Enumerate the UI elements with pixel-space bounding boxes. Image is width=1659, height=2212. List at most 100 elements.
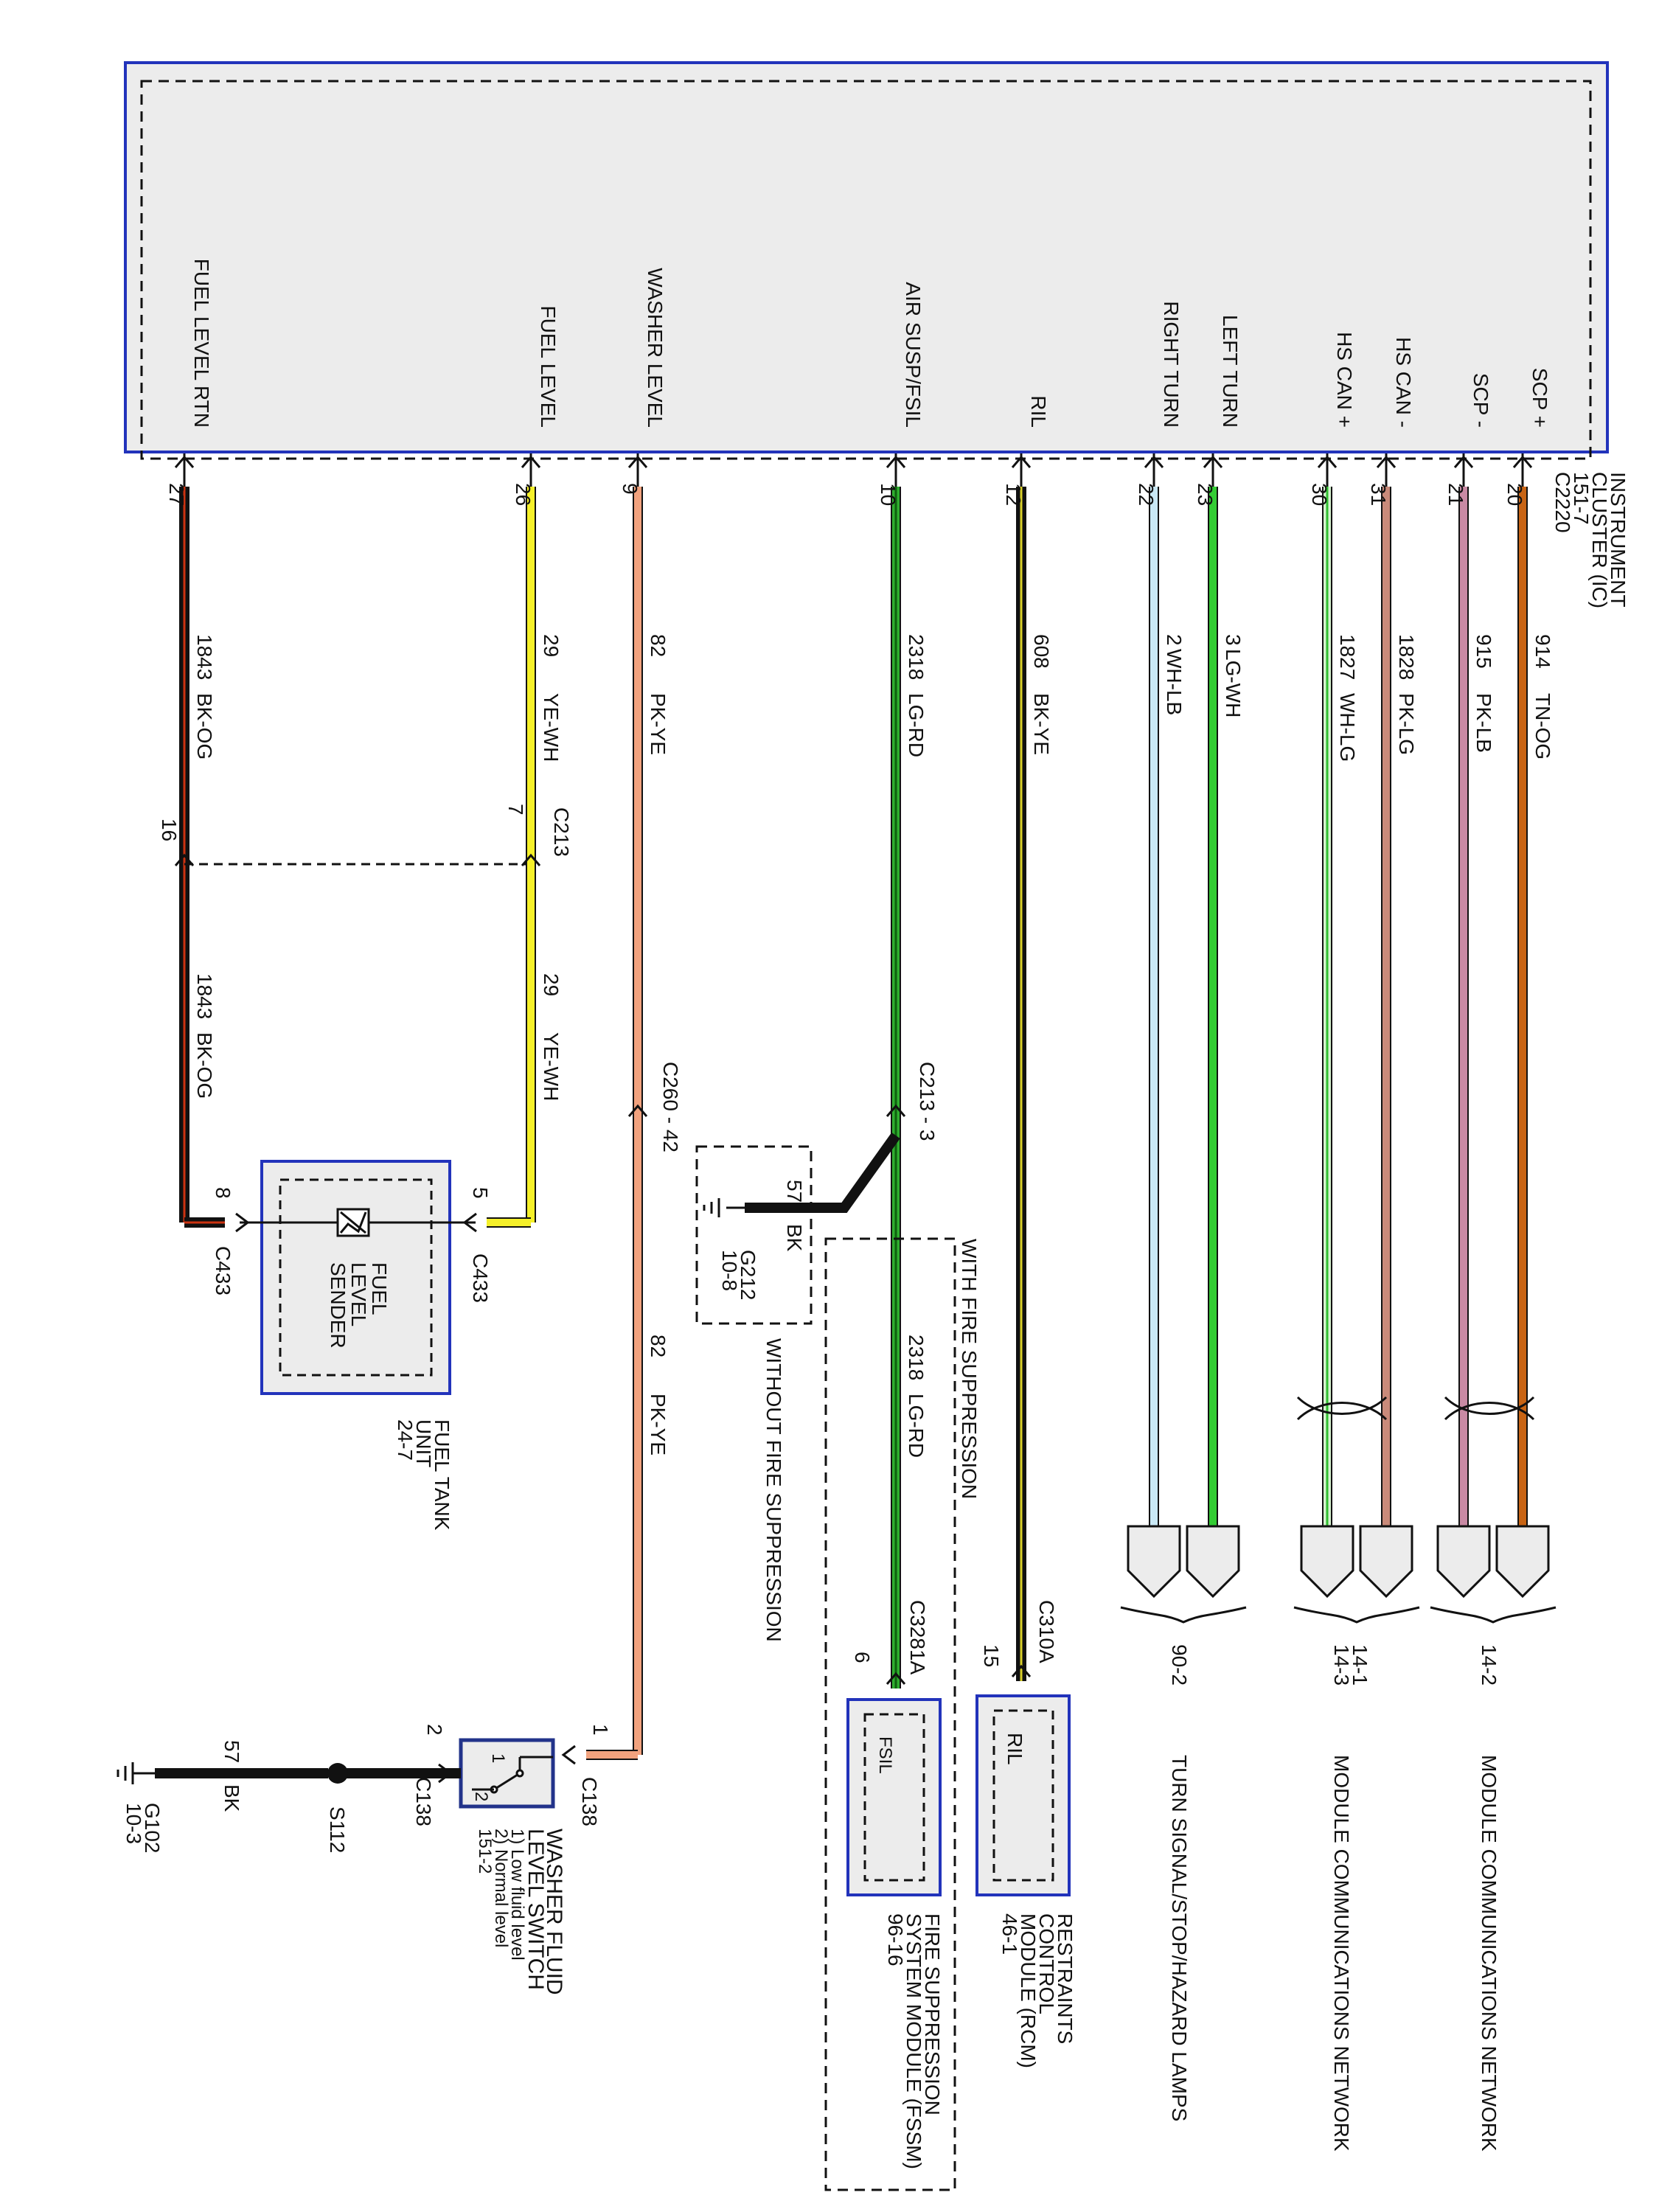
fuel-tank-title-2: UNIT [412,1419,435,1467]
wire-number-lower-air-susp: 2318 [905,1335,928,1380]
wire-number-left-turn: 3 [1222,634,1245,646]
g212-ref: 10-8 [718,1250,741,1291]
wire-number-washer: 82 [647,634,669,657]
g212-name: G212 [737,1250,759,1301]
ic-pin-left-turn: 23 [1194,483,1217,506]
s112-splice-dot [327,1763,348,1784]
washer-switch-connector-in: C138 [578,1777,601,1826]
wire-number-fuel-rtn: 1843 [193,634,216,680]
fuel-tank-title-3: 24-7 [394,1419,417,1461]
wire-color-scp-minus: PK-LB [1472,693,1495,753]
rcm-title-4: 46-1 [998,1913,1021,1955]
turn-network-label: TURN SIGNAL/STOP/HAZARD LAMPS [1168,1755,1191,2121]
ic-connector: C2220 [1551,472,1574,533]
fuel-sender-resistor-icon [336,1208,370,1237]
wire-number-hscan-plus: 1827 [1336,634,1359,680]
wire-color-fuel-rtn: BK-OG [193,693,216,759]
fssm-title-1: FIRE SUPPRESSION [921,1913,944,2115]
wire-number-right-turn: 2 [1163,634,1186,646]
rcm-pin: 15 [980,1644,1003,1667]
instrument-cluster-inner-dashed [140,80,1592,460]
wire-number-ril: 608 [1030,634,1053,669]
wire-color-hscan-plus: WH-LG [1336,693,1359,762]
wire-number-lower-washer: 82 [647,1335,669,1357]
wire-color-lower-air-susp: LG-RD [905,1394,928,1458]
wire-color-hscan-minus: PK-LG [1395,693,1418,755]
fuel-sender-inner-2: LEVEL [347,1262,370,1326]
twisted-pair-scp [1444,1396,1535,1421]
washer-switch-box [459,1738,555,1809]
fuel-tank-title-1: FUEL TANK [431,1419,453,1531]
washer-switch-pin-1: 1 [589,1724,612,1736]
wire-number-scp-minus: 915 [1472,634,1495,669]
fuel-sender-box [260,1160,451,1395]
fuel-sender-inner-3: SENDER [327,1262,349,1349]
washer-switch-pos-2: 2 [471,1792,491,1801]
fuel-sender-inner-1: FUEL [368,1262,391,1315]
rcm-title-1: RESTRAINTS [1054,1913,1077,2044]
c260-42-connector: C260 - 42 [659,1062,682,1152]
ic-signal-air-susp: AIR SUSP/FSIL [902,282,925,428]
fssm-inner-dashed [863,1713,925,1882]
c213-pin-7: 7 [504,804,527,815]
washer-switch-title-2: LEVEL SWITCH [524,1829,548,1990]
g102-wire-color: BK [220,1784,243,1812]
ic-signal-fuel-rtn: FUEL LEVEL RTN [190,259,213,428]
wire-color-fuel-level: YE-WH [540,693,563,762]
c260-42-inline-connector [627,1104,648,1117]
g212-ground-symbol [703,1198,745,1217]
ic-title-2: CLUSTER (IC) [1588,472,1611,608]
rcm-inner-dashed [992,1709,1054,1882]
wire-number-scp-plus: 914 [1531,634,1554,669]
fssm-box [846,1698,942,1896]
washer-switch-title-3: 1) Low fluid level [507,1829,527,1961]
s112-label: S112 [326,1806,349,1853]
fuel-sender-connector-top: C433 [469,1253,492,1303]
hscan-network-ref-1: 14-1 [1349,1644,1371,1686]
g102-ref: 10-3 [122,1803,145,1844]
washer-switch-title-4: 2) Normal level [491,1829,511,1947]
ic-pin-fuel-level: 26 [512,483,535,506]
rcm-title-3: MODULE (RCM) [1017,1913,1040,2068]
wire-color-washer: PK-YE [647,693,669,755]
network-braces [1120,1606,1557,1624]
c310a-inline-connector [1011,1664,1032,1677]
ic-signal-fuel-level: FUEL LEVEL [537,306,560,428]
ic-pin-scp-minus: 21 [1444,483,1467,506]
fuel-sender-pin-8: 8 [212,1187,234,1199]
washer-switch-title-1: WASHER FLUID [542,1829,566,1995]
hscan-network-ref-2: 14-3 [1330,1644,1353,1686]
wire-color-scp-plus: TN-OG [1531,693,1554,759]
rcm-box [975,1694,1071,1896]
with-fire-suppression-label: WITH FIRE SUPPRESSION [958,1239,981,1499]
rcm-inner-label: RIL [1004,1733,1026,1765]
ic-signal-scp-minus: SCP - [1470,373,1492,428]
ic-pin-hscan-plus: 30 [1308,483,1331,506]
washer-switch-title-5: 151-2 [475,1829,495,1874]
ic-signal-right-turn: RIGHT TURN [1160,301,1183,428]
twisted-pair-hscan [1296,1396,1388,1421]
wire-number-fuel-level: 29 [540,634,563,657]
fssm-pin: 6 [851,1652,874,1663]
ic-signal-scp-plus: SCP + [1528,368,1551,428]
ic-title-1: INSTRUMENT [1607,472,1630,608]
g102-name: G102 [141,1803,164,1854]
ic-pin-washer: 9 [619,483,641,495]
wire-color-lower-fuel-rtn: BK-OG [193,1032,216,1099]
g212-wire-color: BK [783,1224,806,1252]
scp-network-label: MODULE COMMUNICATIONS NETWORK [1478,1755,1500,2152]
fssm-inner-label: FSIL [875,1736,895,1774]
fuel-sender-pin-5: 5 [469,1187,492,1199]
wire-color-air-susp: LG-RD [905,693,928,757]
fssm-title-3: 96-16 [884,1913,907,1966]
wire-number-lower-fuel-level: 29 [540,973,563,996]
ic-pin-right-turn: 22 [1135,483,1158,506]
washer-switch-pos-1: 1 [488,1753,508,1763]
without-fire-suppression-label: WITHOUT FIRE SUPPRESSION [762,1338,785,1642]
g102-ground-symbol [116,1762,155,1784]
instrument-cluster-box [124,61,1609,453]
wire-number-air-susp: 2318 [905,634,928,680]
fssm-connector: C3281A [906,1600,929,1675]
scp-network-ref: 14-2 [1478,1644,1500,1686]
